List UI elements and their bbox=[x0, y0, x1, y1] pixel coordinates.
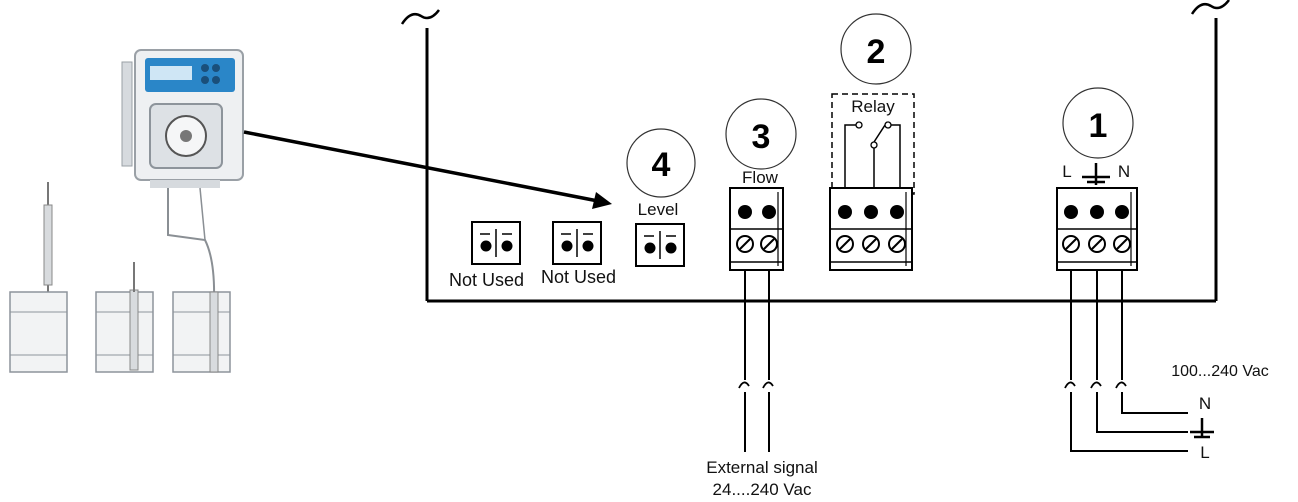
terminal-relay bbox=[829, 187, 913, 271]
ground-icon bbox=[1082, 163, 1110, 185]
marker-3 bbox=[725, 98, 797, 170]
terminal-flow bbox=[729, 187, 784, 271]
pump-button bbox=[212, 64, 220, 72]
probe-body bbox=[43, 204, 53, 286]
ground-icon bbox=[1190, 418, 1214, 439]
tank bbox=[9, 291, 68, 373]
tilde-icon bbox=[400, 9, 440, 25]
flow-wires bbox=[738, 270, 774, 452]
relay-contact-icon bbox=[844, 121, 901, 188]
tilde-icon bbox=[1190, 0, 1230, 15]
pump-side-bracket bbox=[121, 61, 133, 167]
pump-rotor-hub bbox=[180, 130, 192, 142]
pump-base bbox=[150, 180, 220, 188]
marker-4-number: 4 bbox=[652, 146, 671, 184]
marker-3-number: 3 bbox=[752, 118, 771, 156]
label-L: L bbox=[1062, 162, 1071, 181]
terminal-not-used-1 bbox=[471, 221, 521, 265]
marker-4 bbox=[626, 128, 696, 198]
label-flow: Flow bbox=[742, 168, 779, 187]
label-not-used-1: Not Used bbox=[449, 270, 524, 290]
pump-button bbox=[212, 76, 220, 84]
label-level: Level bbox=[638, 200, 679, 219]
label-supply-N: N bbox=[1199, 394, 1211, 413]
label-external-signal: External signal bbox=[706, 458, 818, 477]
terminal-level bbox=[635, 223, 685, 267]
label-not-used-2: Not Used bbox=[541, 267, 616, 287]
pump-lcd bbox=[150, 66, 192, 80]
label-N: N bbox=[1118, 162, 1130, 181]
pump-tube bbox=[167, 188, 216, 301]
tank bbox=[95, 262, 154, 373]
pump-button bbox=[201, 64, 209, 72]
pump-button bbox=[201, 76, 209, 84]
terminal-not-used-2 bbox=[552, 221, 602, 265]
tank bbox=[172, 291, 231, 373]
wiring-frame bbox=[425, 18, 1218, 303]
terminal-power bbox=[1056, 187, 1138, 271]
pump-tube bbox=[199, 187, 206, 241]
marker-2-number: 2 bbox=[867, 33, 886, 71]
label-relay: Relay bbox=[851, 97, 895, 116]
pointer-arrow bbox=[243, 130, 612, 209]
marker-1-number: 1 bbox=[1089, 107, 1108, 145]
marker-1 bbox=[1062, 87, 1134, 159]
label-external-voltage: 24....240 Vac bbox=[713, 480, 812, 499]
label-supply-voltage: 100...240 Vac bbox=[1171, 363, 1269, 380]
label-supply-L: L bbox=[1200, 443, 1209, 462]
power-wires bbox=[1064, 270, 1188, 452]
pump-illustration bbox=[9, 49, 244, 373]
marker-2 bbox=[840, 13, 912, 85]
